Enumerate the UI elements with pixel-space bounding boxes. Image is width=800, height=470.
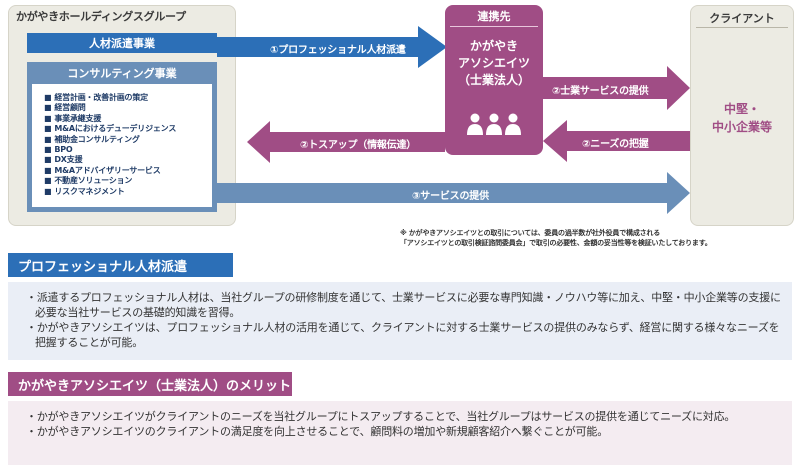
flow-arrows <box>212 26 690 214</box>
client-box <box>690 5 794 226</box>
section-body-merit: かがやきアソシエイツがクライアントのニーズを当社グループにトスアップすることで、… <box>8 401 792 465</box>
list-item: リスクマネジメント <box>44 187 176 197</box>
list-item: 経営顧問 <box>44 103 176 113</box>
list-item: かがやきアソシエイツのクライアントの満足度を向上させることで、顧問料の増加や新規… <box>26 424 782 439</box>
hr-dispatch-label: 人材派遣事業 <box>27 33 217 53</box>
consulting-list: 経営計画・改善計画の策定 経営顧問 事業承継支援 M&Aにおけるデューデリジェン… <box>44 93 176 197</box>
arrow-label-1: ①プロフェッショナル人材派遣 <box>270 45 406 56</box>
arrow-label-needs: ②ニーズの把握 <box>582 139 649 150</box>
arrow-label-service: ②士業サービスの提供 <box>552 86 649 97</box>
arrow-shigyo-service <box>543 66 690 110</box>
arrow-tossup <box>247 121 445 163</box>
arrow-label-tossup: ②トスアップ（情報伝達） <box>300 140 417 151</box>
arrow-label-3: ③サービスの提供 <box>412 191 489 202</box>
list-item: BPO <box>44 145 176 155</box>
list-item: 不動産ソリューション <box>44 176 176 186</box>
list-item: DX支援 <box>44 155 176 165</box>
footnote: ※ かがやきアソシエイツとの取引については、委員の過半数が社外役員で構成される … <box>400 229 712 247</box>
client-name: 中堅・ 中小企業等 <box>711 102 772 134</box>
partner-head: 連携先 <box>477 10 511 23</box>
partner-divider <box>450 26 538 27</box>
group-title: かがやきホールディングスグループ <box>16 10 186 23</box>
consulting-title: コンサルティング事業 <box>27 62 217 84</box>
client-divider <box>696 27 788 28</box>
arrow-professional-dispatch <box>217 26 447 68</box>
list-item: M&Aアドバイザリーサービス <box>44 166 176 176</box>
section-title-merit: かがやきアソシエイツ（士業法人）のメリット <box>8 372 292 396</box>
arrow-needs <box>543 120 690 162</box>
section-title-dispatch: プロフェッショナル人材派遣 <box>8 253 233 277</box>
list-item: 事業承継支援 <box>44 114 176 124</box>
list-item: 派遣するプロフェッショナル人材は、当社グループの研修制度を通じて、士業サービスに… <box>26 290 782 320</box>
list-item: 補助金コンサルティング <box>44 135 176 145</box>
client-head: クライアント <box>709 12 775 25</box>
arrow-service-provision <box>212 172 690 214</box>
list-item: 経営計画・改善計画の策定 <box>44 93 176 103</box>
list-item: かがやきアソシエイツがクライアントのニーズを当社グループにトスアップすることで、… <box>26 409 782 424</box>
section-body-dispatch: 派遣するプロフェッショナル人材は、当社グループの研修制度を通じて、士業サービスに… <box>8 282 792 360</box>
people-icon <box>467 113 521 135</box>
list-item: かがやきアソシエイツは、プロフェッショナル人材の活用を通じて、クライアントに対す… <box>26 320 782 350</box>
list-item: M&Aにおけるデューデリジェンス <box>44 124 176 134</box>
partner-name: かがやき アソシエイツ （士業法人） <box>457 39 530 87</box>
